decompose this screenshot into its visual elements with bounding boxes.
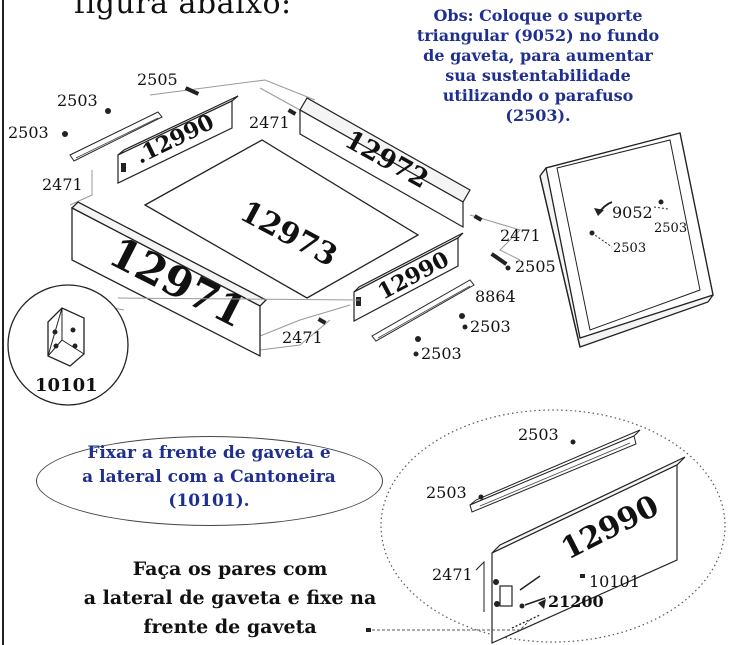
observation-note-line: (2503). xyxy=(505,106,571,125)
label-2503: 2503 xyxy=(421,344,462,363)
screw-icon xyxy=(490,252,508,266)
dowel-icon xyxy=(317,317,327,325)
label-2471: 2471 xyxy=(249,113,290,132)
bracket-code: 10101 xyxy=(35,375,98,396)
label-2503: 2503 xyxy=(613,241,646,256)
page-border-left xyxy=(2,0,4,645)
back-panel: 12972 xyxy=(299,97,471,229)
bottom-panel: 12973 xyxy=(143,139,420,299)
label-2505: 2505 xyxy=(137,70,178,89)
screw-icon xyxy=(459,313,465,319)
pairs-instruction-line: frente de gaveta xyxy=(143,616,317,638)
observation-note: Obs: Coloque o suporte triangular (9052)… xyxy=(388,6,688,126)
label-2503: 2503 xyxy=(518,425,559,444)
bracket-detail: 10101 xyxy=(7,284,361,406)
label-2471: 2471 xyxy=(500,226,541,245)
right-side-hardware xyxy=(356,297,361,306)
observation-note-line: de gaveta, para aumentar xyxy=(423,46,653,65)
fix-instruction-line: (10101). xyxy=(168,491,250,511)
label-2503: 2503 xyxy=(470,317,511,336)
pairs-instruction-line: a lateral de gaveta e fixe na xyxy=(83,587,377,609)
label-10101: 10101 xyxy=(589,572,640,591)
support-code: 9052 xyxy=(612,203,653,222)
left-side-hardware xyxy=(121,163,126,172)
slide-right xyxy=(371,279,475,342)
label-2505: 2505 xyxy=(515,257,556,276)
pairs-instruction: Faça os pares com a lateral de gaveta e … xyxy=(80,555,380,642)
fix-instruction-line: Fixar a frente de gaveta e xyxy=(87,443,331,463)
fix-instruction-ellipse xyxy=(36,436,383,526)
fix-instruction: Fixar a frente de gaveta e a lateral com… xyxy=(44,441,374,513)
slide-left xyxy=(69,111,163,162)
label-2471: 2471 xyxy=(282,328,323,347)
bracket-icon xyxy=(499,585,513,607)
instruction-pointer xyxy=(366,619,531,632)
observation-note-line: utilizando o parafuso xyxy=(442,86,634,105)
observation-note-line: Obs: Coloque o suporte xyxy=(433,6,643,25)
label-2503: 2503 xyxy=(8,123,49,142)
label-2503: 2503 xyxy=(654,221,687,236)
page-title-fragment: figura abaixo: xyxy=(74,0,292,21)
dowel-icon xyxy=(287,108,297,116)
support-detail: 9052 2503 2503 xyxy=(539,132,714,348)
screw-icon xyxy=(184,86,200,96)
label-2471: 2471 xyxy=(42,175,83,194)
fasteners xyxy=(62,86,508,342)
label-8864: 8864 xyxy=(475,287,516,306)
observation-note-line: sua sustentabilidade xyxy=(445,66,631,85)
label-21200: 21200 xyxy=(548,592,604,611)
side-detail: 12990 2503 2503 2471 10101 21200 xyxy=(380,409,726,644)
observation-note-line: triangular (9052) no fundo xyxy=(416,26,660,45)
label-2471: 2471 xyxy=(432,565,473,584)
label-2503: 2503 xyxy=(57,91,98,110)
bracket-icon xyxy=(47,307,85,367)
dowel-icon xyxy=(473,214,483,222)
pairs-instruction-line: Faça os pares com xyxy=(132,558,328,580)
screw-icon xyxy=(62,131,68,137)
screw-icon xyxy=(105,108,111,114)
label-2503: 2503 xyxy=(426,483,467,502)
fix-instruction-line: a lateral com a Cantoneira xyxy=(82,467,336,487)
screw-icon xyxy=(415,336,421,342)
